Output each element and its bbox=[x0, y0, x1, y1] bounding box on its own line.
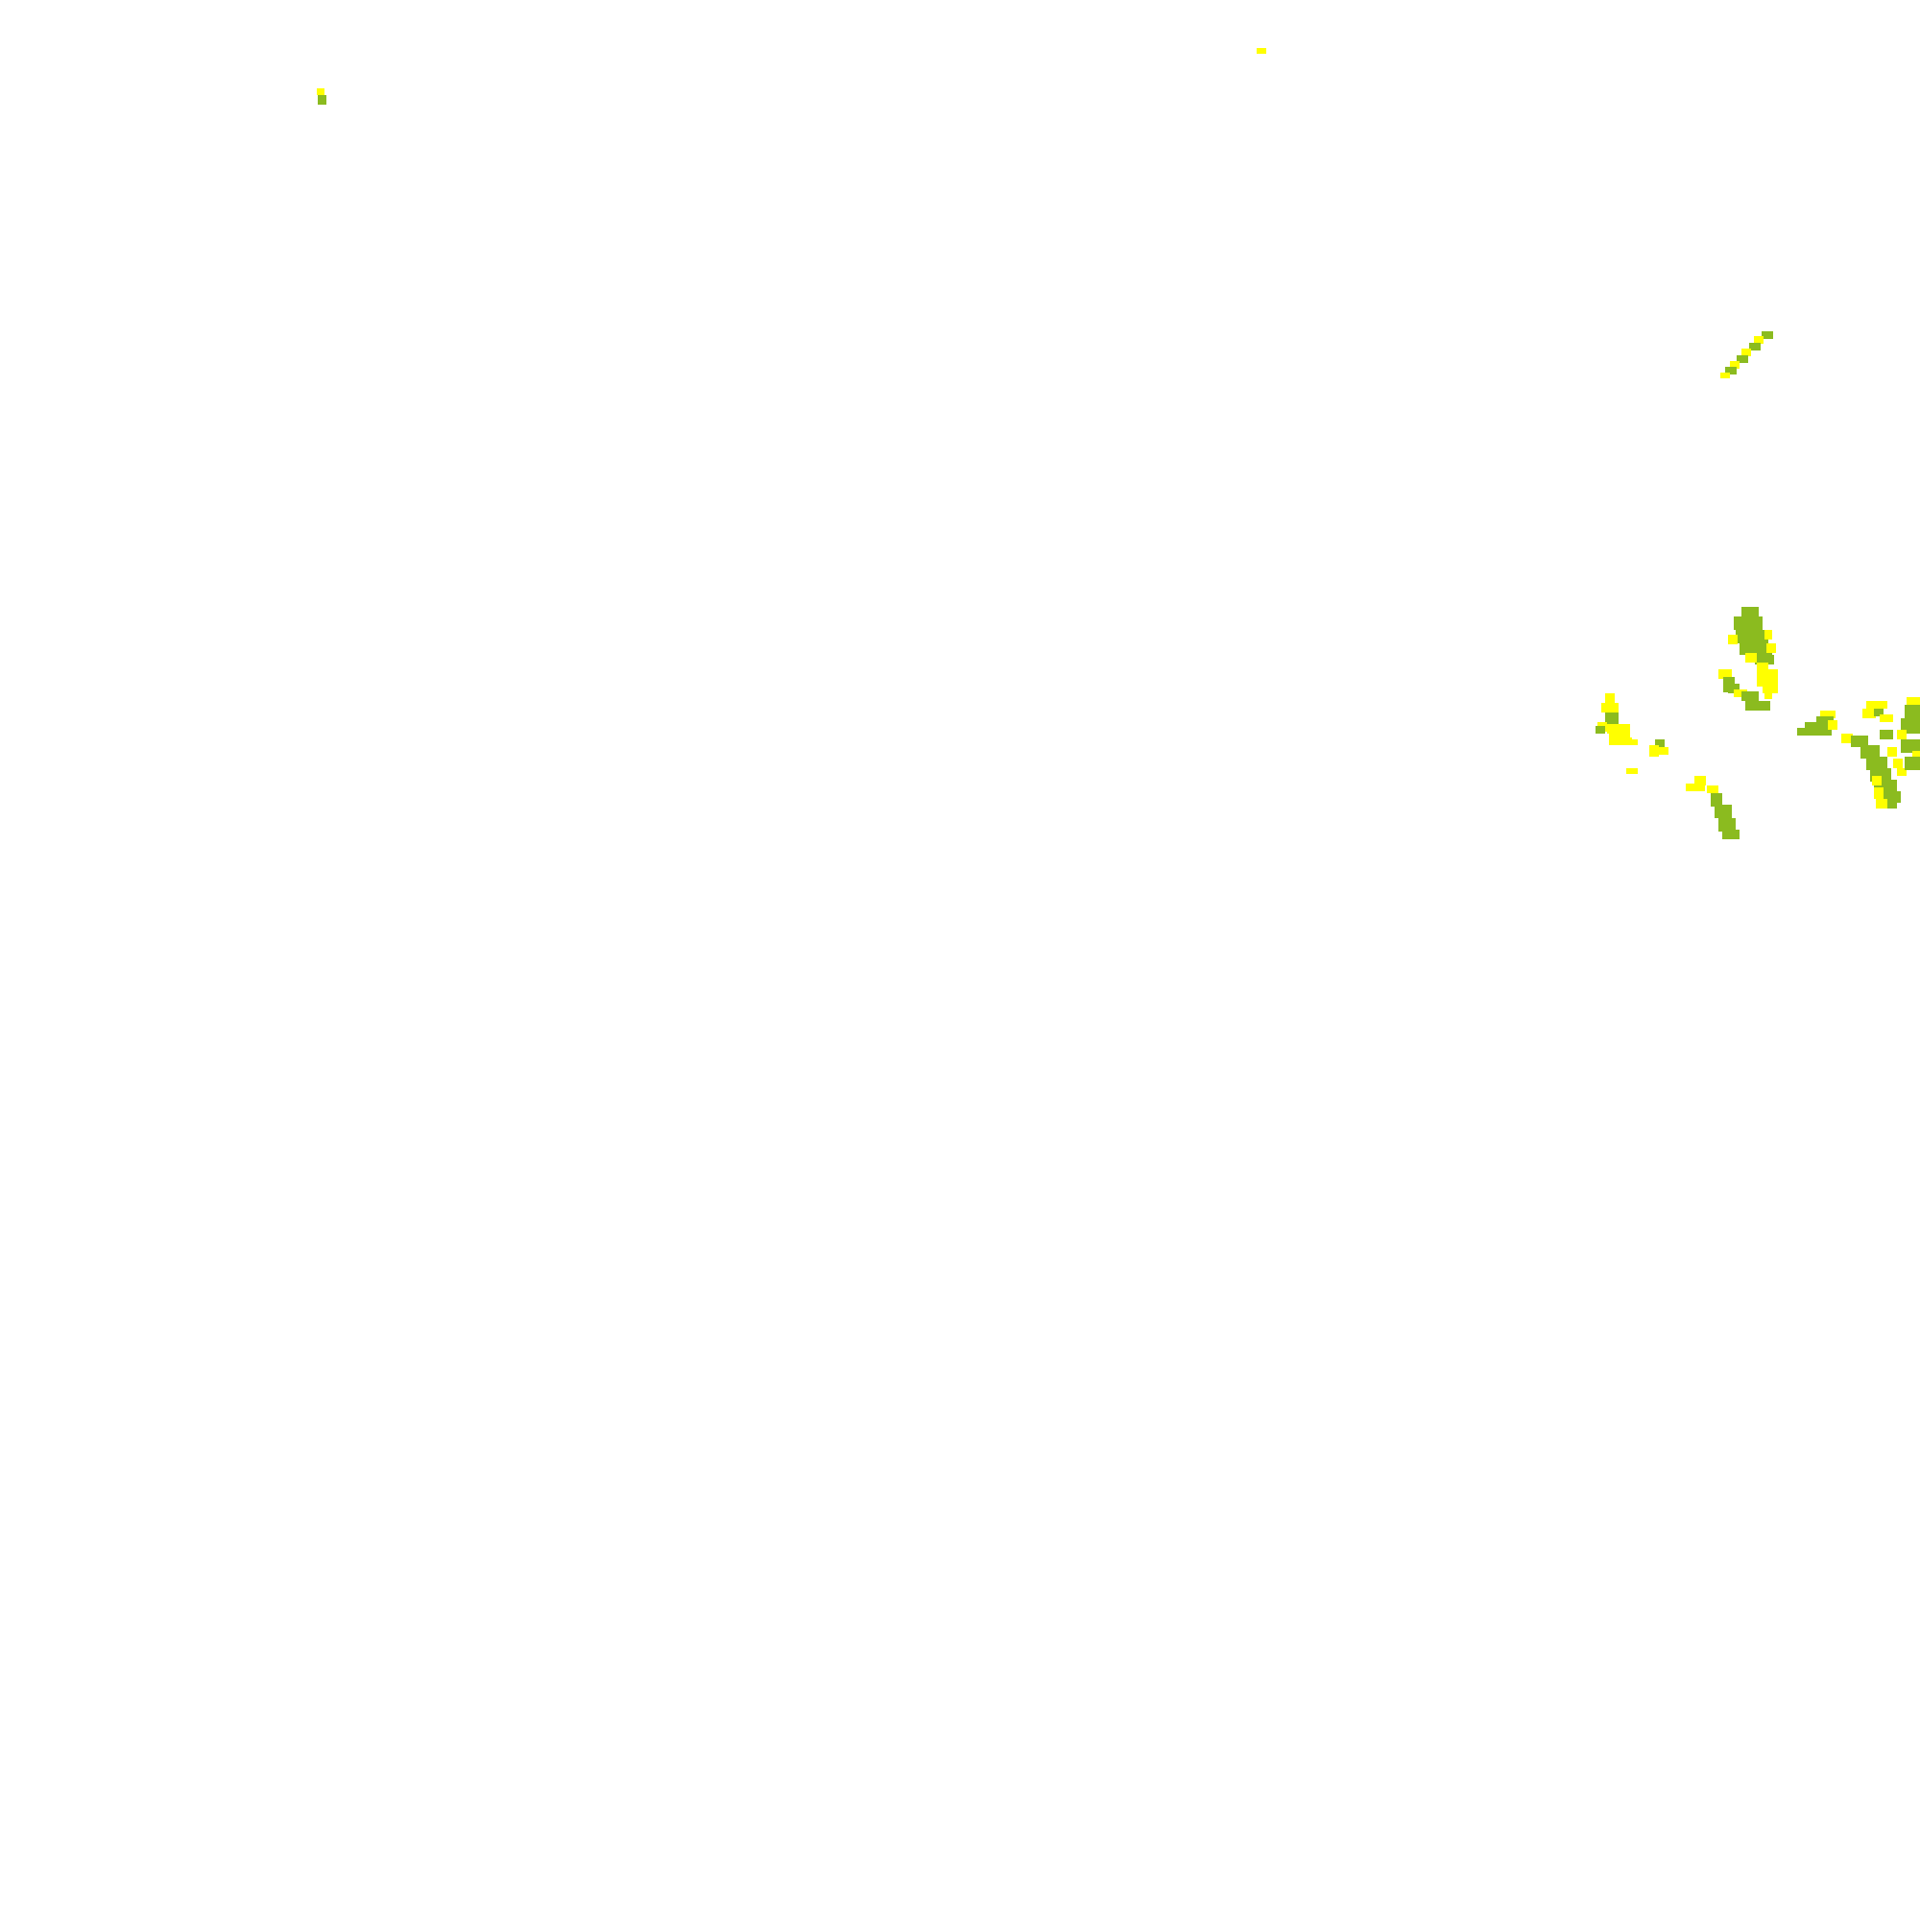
raster-patch bbox=[1626, 768, 1638, 774]
raster-patch bbox=[1866, 701, 1887, 709]
raster-patch bbox=[1866, 757, 1887, 770]
raster-patch bbox=[1841, 734, 1853, 743]
raster-patch bbox=[1905, 757, 1920, 770]
raster-patch bbox=[1686, 784, 1705, 791]
raster-patch bbox=[1728, 684, 1740, 693]
raster-patch bbox=[1715, 805, 1732, 818]
raster-patch bbox=[1730, 832, 1740, 837]
raster-patch bbox=[1718, 669, 1732, 679]
raster-patch bbox=[1649, 745, 1659, 757]
raster-patch bbox=[1912, 751, 1920, 759]
raster-patch bbox=[1725, 367, 1737, 374]
raster-patch bbox=[1757, 669, 1778, 687]
raster-patch bbox=[318, 95, 326, 105]
raster-patch bbox=[1694, 776, 1706, 785]
raster-patch bbox=[317, 88, 324, 95]
raster-patch bbox=[1734, 616, 1763, 630]
raster-patch bbox=[1720, 373, 1730, 378]
raster-patch bbox=[1887, 747, 1897, 757]
raster-patch bbox=[1601, 703, 1619, 712]
raster-patch bbox=[1901, 739, 1920, 753]
raster-patch bbox=[1711, 793, 1722, 807]
raster-patch bbox=[1882, 801, 1897, 809]
raster-patch bbox=[1737, 355, 1748, 363]
raster-patch bbox=[1874, 709, 1884, 716]
raster-patch bbox=[1630, 739, 1638, 745]
raster-patch bbox=[1816, 716, 1834, 726]
raster-patch bbox=[1805, 722, 1828, 732]
raster-patch bbox=[1763, 684, 1778, 693]
raster-patch bbox=[1897, 730, 1907, 739]
raster-patch bbox=[1880, 730, 1893, 739]
raster-patch bbox=[1880, 714, 1893, 722]
raster-patch bbox=[1897, 768, 1907, 776]
raster-patch bbox=[1659, 747, 1668, 755]
raster-patch bbox=[1655, 739, 1665, 747]
raster-patch bbox=[1754, 336, 1764, 344]
raster-patch bbox=[1605, 712, 1619, 726]
raster-patch bbox=[1862, 709, 1876, 718]
raster-patch bbox=[1728, 635, 1738, 644]
raster-patch bbox=[1757, 663, 1768, 670]
raster-patch bbox=[1741, 607, 1759, 618]
raster-patch bbox=[1851, 736, 1868, 747]
raster-patch bbox=[1257, 48, 1266, 54]
raster-patch bbox=[1764, 691, 1772, 699]
raster-patch bbox=[1707, 785, 1718, 793]
raster-patch bbox=[1745, 653, 1757, 663]
raster-patch bbox=[1745, 701, 1770, 711]
raster-patch bbox=[1762, 331, 1773, 339]
raster-patch bbox=[1828, 720, 1837, 730]
raster-patch bbox=[1893, 759, 1903, 768]
raster-patch bbox=[1872, 776, 1882, 785]
raster-patch bbox=[1766, 643, 1776, 653]
raster-patch bbox=[1740, 643, 1772, 655]
raster-patch bbox=[1607, 724, 1630, 734]
raster-patch bbox=[1749, 343, 1761, 350]
raster-patch bbox=[1736, 630, 1768, 643]
raster-patch bbox=[1907, 697, 1920, 707]
raster-patch bbox=[1718, 818, 1736, 832]
raster-patch bbox=[1741, 691, 1759, 701]
raster-patch bbox=[1874, 787, 1884, 799]
raster-patch bbox=[1860, 745, 1880, 759]
raster-patch bbox=[1797, 728, 1832, 736]
raster-patch bbox=[1730, 361, 1740, 369]
raster-patch bbox=[1755, 655, 1774, 664]
raster-patch bbox=[1622, 737, 1632, 745]
raster-patch bbox=[1741, 349, 1751, 356]
raster-patch bbox=[1764, 630, 1772, 640]
raster-patch bbox=[1596, 726, 1605, 734]
raster-patch bbox=[1820, 711, 1836, 718]
raster-patch bbox=[1905, 705, 1920, 718]
raster-patch bbox=[1605, 693, 1615, 703]
raster-patch bbox=[1876, 799, 1887, 809]
raster-patch bbox=[1734, 689, 1747, 697]
